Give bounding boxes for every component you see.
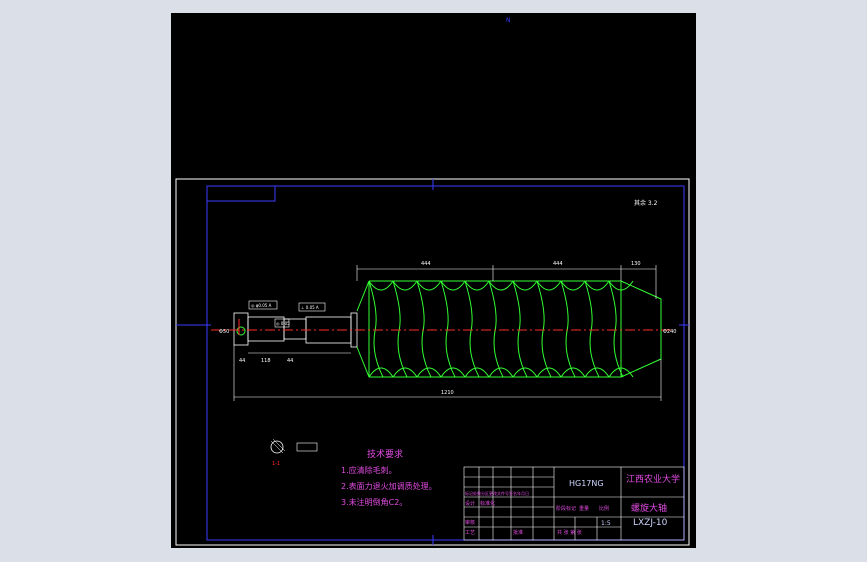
flight-arc-bottom (560, 367, 586, 378)
tech-requirement-3: 3.未注明倒角C2。 (341, 498, 408, 507)
flight-arc-bottom (512, 367, 538, 378)
dim-overall: 1210 (441, 390, 454, 396)
title-block-label-1: 标记处数分区更改文件号签名年月日 (465, 491, 529, 496)
flight-curve (488, 280, 504, 378)
flight-curve (440, 280, 456, 378)
tolerance-frame-1: ◎ φ0.05 A (251, 303, 272, 308)
title-block-label-sheets: 共 张 第 张 (557, 530, 582, 536)
flight-arc-top (440, 280, 466, 291)
flight-arc-top (560, 280, 586, 291)
flight-curve (584, 280, 600, 378)
title-block-material: HG17NG (569, 479, 604, 488)
drawing-canvas: N 其余 3.2 (175, 17, 690, 546)
flight-arc-bottom (488, 367, 514, 378)
tech-requirement-1: 1.应清除毛刺。 (341, 466, 397, 475)
screw-flights (368, 280, 634, 378)
flight-arc-top (488, 280, 514, 291)
title-block (463, 466, 685, 541)
flight-curve (464, 280, 480, 378)
flight-curve (416, 280, 432, 378)
flight-curve (392, 280, 408, 378)
inner-frame (206, 185, 685, 541)
flight-arc-bottom (440, 367, 466, 378)
tolerance-frames (248, 300, 326, 328)
flight-arc-top (392, 280, 418, 291)
dimension-lines (233, 265, 662, 401)
flight-arc-bottom (608, 367, 634, 378)
section-view (270, 438, 318, 454)
title-block-part-name: 螺旋大轴 (631, 504, 668, 514)
dim-left-dia: Φ50 (219, 329, 229, 335)
flight-arc-top (536, 280, 562, 291)
dim-seg-a: 118 (261, 358, 271, 364)
dim-seg-b: 44 (287, 358, 293, 364)
flight-curve (608, 280, 624, 378)
flight-curve (368, 280, 384, 378)
title-block-drawing-no: LXZJ-10 (633, 518, 668, 528)
title-block-scale: 1:5 (601, 520, 611, 527)
flight-arc-top (584, 280, 610, 291)
flight-curve (536, 280, 552, 378)
tech-requirement-2: 2.表面力退火加调质处理。 (341, 482, 437, 491)
title-block-label-ratio: 比例 (599, 506, 610, 512)
title-block-label-process: 工艺 (465, 530, 476, 536)
dim-right-dia: Φ240 (663, 329, 676, 335)
flight-arc-top (608, 280, 634, 291)
flight-arc-bottom (584, 367, 610, 378)
flight-arc-bottom (368, 367, 394, 378)
title-block-label-approve: 批准 (513, 530, 524, 536)
flight-arc-top (416, 280, 442, 291)
flight-arc-top (368, 280, 394, 291)
section-label: 1-1 (272, 461, 280, 467)
title-block-label-review: 审核 (465, 520, 476, 526)
dim-top-right: 130 (631, 261, 641, 267)
view-marker: N (506, 17, 511, 24)
title-block-label-design: 设计 (465, 501, 476, 507)
corner-marker (207, 186, 276, 202)
tolerance-frame-2: ⊥ 0.05 A (301, 305, 319, 310)
flight-arc-top (512, 280, 538, 291)
keyway-circle (236, 326, 246, 336)
flight-arc-top (464, 280, 490, 291)
dim-top-mid: 444 (553, 261, 563, 267)
dim-top-left: 444 (421, 261, 431, 267)
dim-seg-c: 44 (239, 358, 245, 364)
flight-arc-bottom (464, 367, 490, 378)
flight-arc-bottom (416, 367, 442, 378)
flight-curve (560, 280, 576, 378)
roughness-label: 其余 3.2 (634, 199, 658, 207)
title-block-label-standard: 标准化 (480, 501, 496, 507)
tolerance-frame-3: ◎ 0.05 (276, 321, 290, 326)
title-block-label-weight: 重量 (579, 506, 590, 512)
title-block-label-stage: 阶段标记 (556, 506, 577, 512)
cad-viewport[interactable]: N 其余 3.2 (171, 13, 696, 548)
screw-body (356, 280, 662, 378)
flight-arc-bottom (392, 367, 418, 378)
flight-curve (512, 280, 528, 378)
title-block-school: 江西农业大学 (626, 475, 681, 485)
flight-arc-bottom (536, 367, 562, 378)
tech-requirements-title: 技术要求 (367, 450, 404, 460)
